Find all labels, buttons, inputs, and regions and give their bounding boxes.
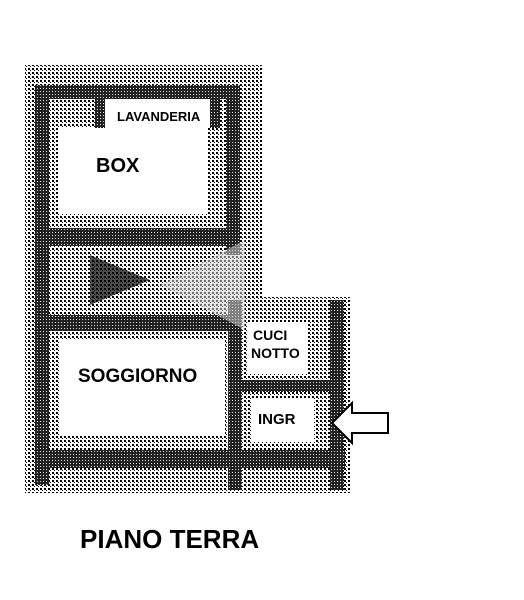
room-lavanderia bbox=[105, 100, 210, 128]
label-lavanderia: LAVANDERIA bbox=[117, 109, 201, 124]
room-cucinotto bbox=[248, 322, 308, 374]
watermark bbox=[160, 240, 245, 330]
walls bbox=[35, 85, 345, 490]
entry-arrow-icon bbox=[330, 400, 389, 446]
label-ingresso: INGR bbox=[258, 411, 296, 428]
label-box: BOX bbox=[96, 155, 140, 177]
label-cucinotto-2: NOTTO bbox=[251, 345, 300, 361]
label-cucinotto-1: CUCI bbox=[253, 327, 287, 343]
room-areas bbox=[58, 100, 314, 442]
room-ingresso bbox=[252, 398, 314, 442]
label-soggiorno: SOGGIORNO bbox=[78, 366, 197, 387]
room-soggiorno bbox=[60, 340, 225, 435]
floor-title: PIANO TERRA bbox=[80, 524, 259, 554]
stair-marks bbox=[90, 255, 150, 305]
room-box bbox=[58, 128, 208, 214]
